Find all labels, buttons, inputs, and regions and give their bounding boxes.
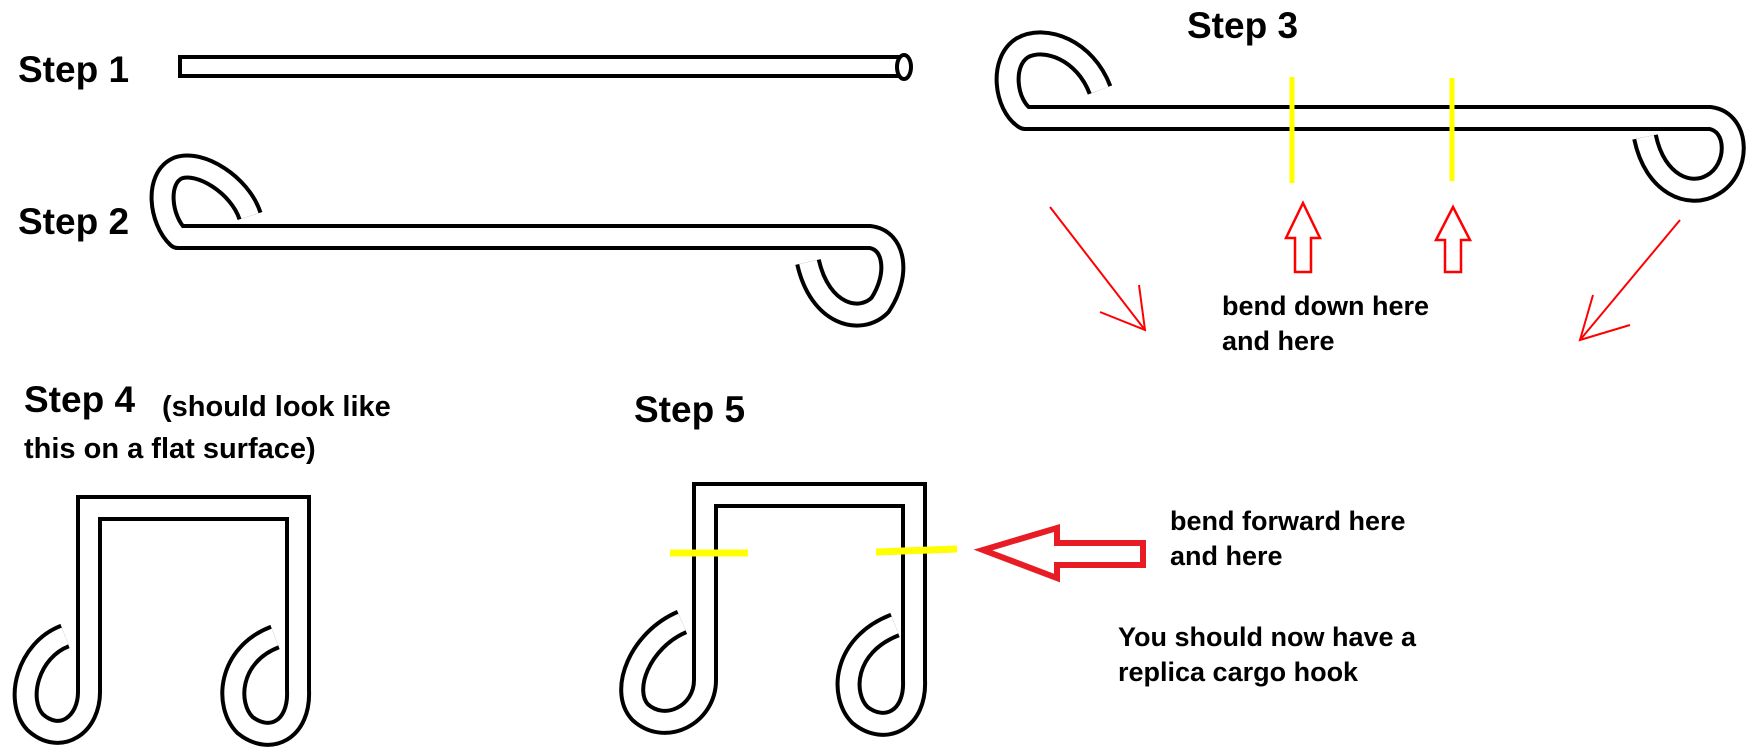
step3-up-arrows xyxy=(1284,200,1473,274)
step4-label: Step 4 xyxy=(24,379,136,420)
step4-bent-shape xyxy=(12,495,312,747)
step3-label: Step 3 xyxy=(1187,5,1299,46)
step5-left-arrow xyxy=(973,523,1146,583)
step3-bend-marks xyxy=(1289,77,1455,183)
step4-heading: Step 4 xyxy=(24,379,136,421)
step5-note: bend forward here and here xyxy=(1170,506,1406,572)
step4-note: (should look like this on a flat surface… xyxy=(24,391,391,466)
step5-label: Step 5 xyxy=(634,389,746,430)
step2-curled-wire xyxy=(149,153,906,328)
step5-bent-shape xyxy=(619,482,928,737)
step3-note: bend down here and here xyxy=(1222,291,1430,357)
step5-result: You should now have a replica cargo hook xyxy=(1118,622,1417,688)
step3-diagonal-arrows xyxy=(1049,206,1681,342)
step1-label: Step 1 xyxy=(18,49,130,90)
step1-straight-wire xyxy=(178,53,913,81)
step3-curled-wire xyxy=(994,30,1746,203)
step2-label: Step 2 xyxy=(18,201,130,242)
step5-bend-marks xyxy=(670,545,958,557)
